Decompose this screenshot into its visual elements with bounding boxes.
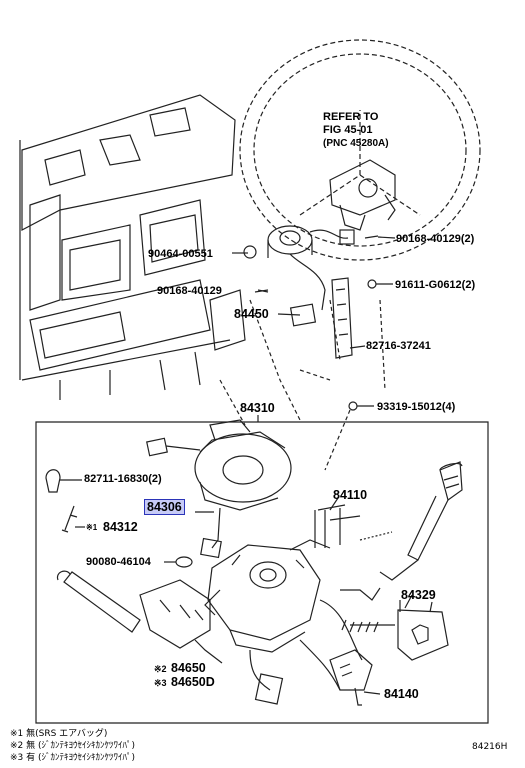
clip-90080 bbox=[175, 556, 193, 568]
figure-id: 84216H bbox=[472, 742, 508, 752]
steering-wheel bbox=[239, 39, 481, 261]
clip-82711 bbox=[45, 469, 61, 493]
connector-84329 bbox=[341, 600, 449, 661]
refer-line-1: REFER TO bbox=[323, 111, 379, 123]
part-label-84140[interactable]: 84140 bbox=[384, 687, 419, 701]
part-label-82716-37241[interactable]: 82716-37241 bbox=[366, 340, 431, 352]
screw-90168-right bbox=[364, 235, 379, 239]
footnote-2: ※2 無 (ｼﾞｶﾝﾃｷﾖｳｾｲｼｷｶﾝｹﾂﾜｲﾊﾟ) bbox=[10, 741, 136, 751]
assembly-frame bbox=[35, 421, 489, 724]
part-label-84310[interactable]: 84310 bbox=[240, 401, 275, 415]
spiral-cable bbox=[146, 419, 292, 559]
part-label-90464-00551[interactable]: 90464-00551 bbox=[148, 248, 213, 260]
dashboard-outline bbox=[19, 94, 246, 400]
footnote-1: ※1 無(SRS エアバッグ) bbox=[10, 729, 108, 739]
clip-90464 bbox=[243, 245, 257, 259]
part-label-90168-40129-2[interactable]: 90168-40129(2) bbox=[396, 233, 475, 245]
part-label-84650[interactable]: 84650 bbox=[171, 661, 206, 675]
part-label-82711-16830-2[interactable]: 82711-16830(2) bbox=[84, 473, 162, 485]
part-label-84650-mark: ※2 bbox=[154, 664, 167, 674]
horn-sensor bbox=[267, 225, 355, 327]
refer-line-2: FIG 45-01 bbox=[323, 124, 373, 136]
part-label-84650d-mark: ※3 bbox=[154, 678, 167, 688]
screw-93319 bbox=[348, 401, 358, 411]
part-label-90168-40129[interactable]: 90168-40129 bbox=[157, 285, 222, 297]
wiper-lever bbox=[379, 461, 463, 581]
refer-line-3: (PNC 45280A) bbox=[323, 138, 389, 149]
part-label-84110[interactable]: 84110 bbox=[333, 488, 368, 502]
combination-switch bbox=[204, 539, 331, 653]
part-label-91611-g0612-2[interactable]: 91611-G0612(2) bbox=[395, 279, 476, 291]
part-label-84450[interactable]: 84450 bbox=[234, 307, 269, 321]
turn-signal-lever bbox=[56, 570, 211, 649]
switch-84140 bbox=[329, 649, 381, 706]
footnote-3: ※3 有 (ｼﾞｶﾝﾃｷﾖｳｾｲｼｷｶﾝｹﾂﾜｲﾊﾟ) bbox=[10, 753, 136, 763]
bolt-91611 bbox=[367, 279, 377, 289]
part-label-93319-15012-4[interactable]: 93319-15012(4) bbox=[377, 401, 456, 413]
lock-cylinder bbox=[329, 159, 396, 231]
part-label-84312-mark: ※1 bbox=[86, 523, 98, 532]
column-cover bbox=[331, 277, 353, 359]
part-label-84329[interactable]: 84329 bbox=[401, 588, 436, 602]
part-label-90080-46104[interactable]: 90080-46104 bbox=[86, 556, 151, 568]
part-label-84312[interactable]: 84312 bbox=[103, 520, 138, 534]
screw-84312 bbox=[64, 505, 75, 531]
part-label-84650d[interactable]: 84650D bbox=[171, 675, 215, 689]
part-label-84306[interactable]: 84306 bbox=[144, 499, 185, 515]
